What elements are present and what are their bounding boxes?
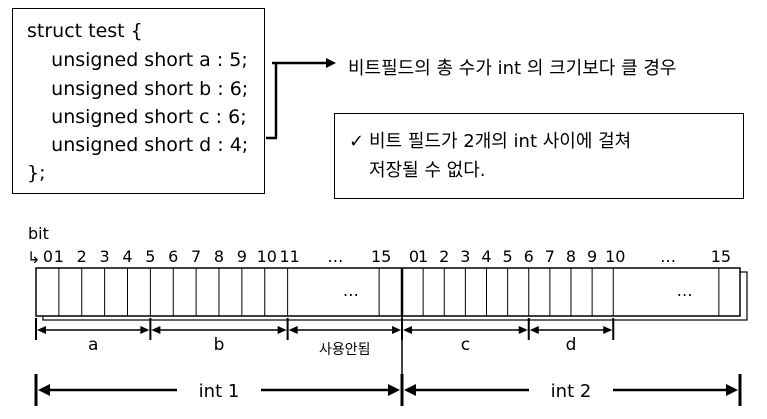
bit-index-label: 0 [409,247,419,266]
field-span-arrowhead [277,326,287,334]
field-label: 사용안됨 [319,342,371,358]
int-span-arrowhead [404,384,416,396]
bit-index-label: 1 [418,247,428,266]
code-line-field-c: unsigned short c : 6; [27,106,247,128]
bit-index-label: 5 [503,247,513,266]
bit-index-label: 3 [460,247,470,266]
bit-index-label: 3 [100,247,110,266]
note-box: ✓ 비트 필드가 2개의 int 사이에 걸쳐 저장될 수 없다. [334,113,744,199]
code-line-field-d: unsigned short d : 4; [27,134,249,156]
elided-bits-int2: … [677,281,693,300]
bit-index-label: 8 [214,247,224,266]
code-box: struct test { unsigned short a : 5; unsi… [12,8,265,194]
int-spans: int 1 int 2 [34,316,742,406]
overflow-condition-label: 비트필드의 총 수가 int 의 크기보다 클 경우 [348,58,677,79]
bit-index-label: 8 [566,247,576,266]
bit-index-label: 9 [587,247,597,266]
bit-index-label: 15 [371,247,391,266]
bit-index-label: 10 [605,247,625,266]
int-span-arrowhead [388,384,400,396]
code-line-field-a: unsigned short a : 5; [27,49,248,71]
code-line-struct-close: }; [27,162,46,184]
field-span-arrowhead [288,326,298,334]
bit-index-label: 5 [145,247,155,266]
field-span-arrowhead [140,326,150,334]
bit-index-label: 15 [711,247,731,266]
bit-index-label: 7 [545,247,555,266]
int-label: int 1 [199,381,240,402]
elided-bits-int1: … [343,281,359,300]
field-label: a [88,335,98,355]
field-label: c [461,335,470,355]
bit-index-label: 7 [191,247,201,266]
bit-index-label: 10 [257,247,277,266]
bit-index-label: 11 [279,247,299,266]
bit-cells: …… [35,267,748,321]
field-span-arrowhead [518,326,528,334]
check-icon: ✓ [349,131,365,152]
field-label: d [566,335,577,355]
field-label: b [214,335,225,355]
field-span-arrowhead [151,326,161,334]
field-span-arrowhead [392,326,401,334]
int-span-arrowhead [38,384,50,396]
field-span-arrowhead [403,326,412,334]
field-span-arrowhead [603,326,613,334]
bit-start-arrow-icon: ↳ [27,248,40,267]
bit-index-label: 6 [524,247,534,266]
note-line-2: 저장될 수 없다. [369,160,486,181]
field-span-arrowhead [529,326,539,334]
code-line-struct-open: struct test { [27,20,143,42]
bit-index-label: … [660,247,676,266]
field-spans: a b 사용안됨 c d [35,318,615,358]
bit-index-label: 4 [122,247,132,266]
bit-index-label: 9 [237,247,247,266]
int-label: int 2 [551,381,592,402]
bit-axis-title: bit [28,224,49,243]
register-outline [35,267,741,317]
bit-index-label: 2 [439,247,449,266]
field-span-arrowhead [37,326,46,334]
bit-index-label: 2 [77,247,87,266]
bit-index-label: 1 [54,247,64,266]
int-span-arrowhead [726,384,738,396]
bit-index-label: 0 [43,247,53,266]
bit-index-label: … [327,247,343,266]
code-line-field-b: unsigned short b : 6; [27,78,249,100]
bit-index-label: 4 [481,247,491,266]
note-line-1: 비트 필드가 2개의 int 사이에 걸쳐 [369,131,632,152]
bit-index-label: 6 [168,247,178,266]
connector-arrow [266,58,336,140]
